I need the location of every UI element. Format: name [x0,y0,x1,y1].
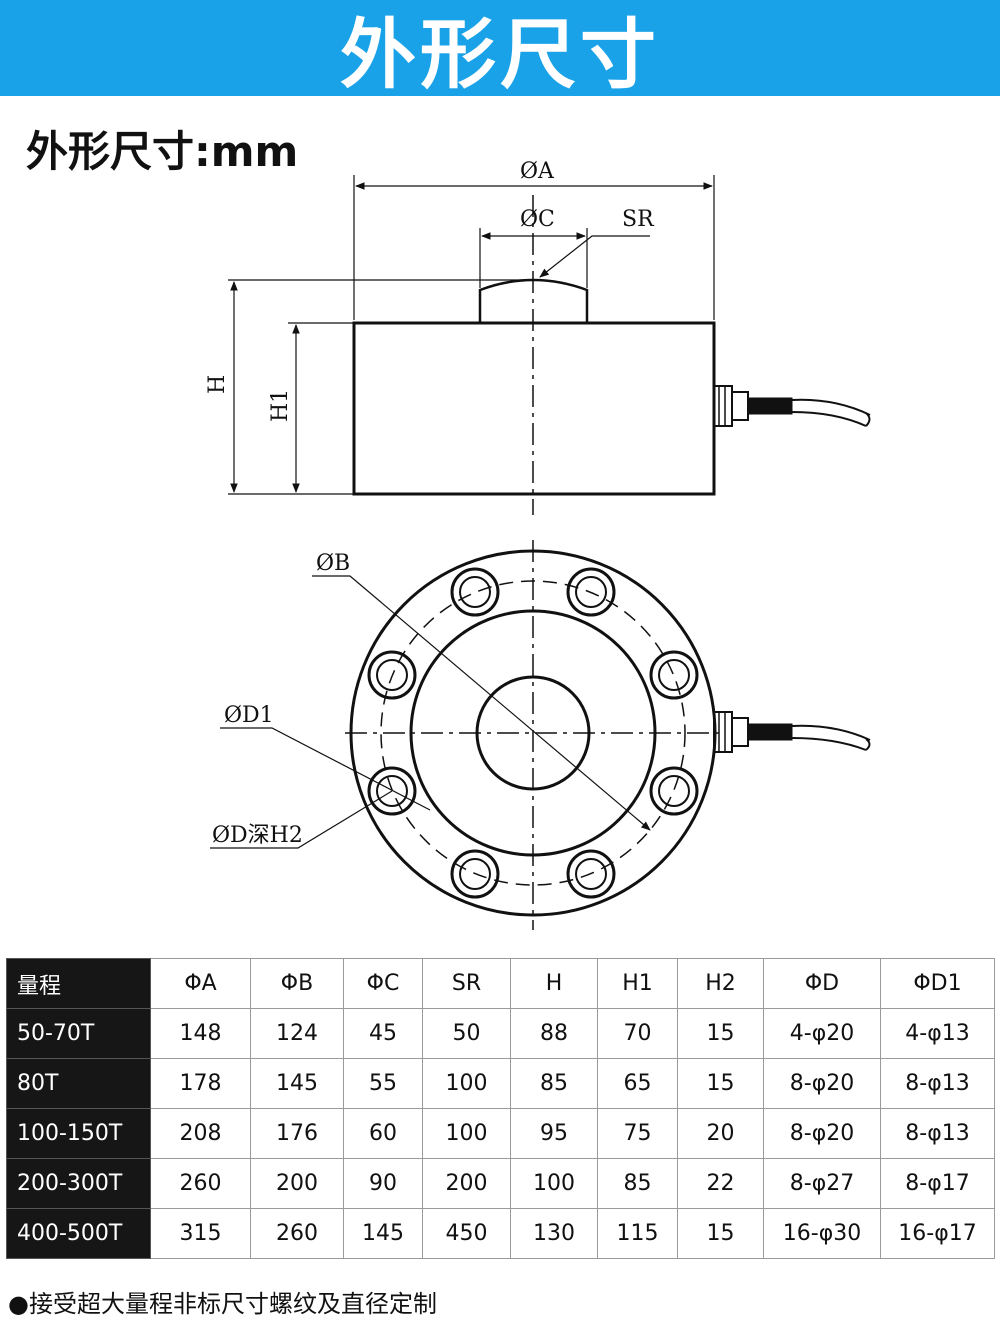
table-cell: 55 [343,1058,423,1109]
range-cell: 200-300T [6,1158,151,1209]
range-cell: 80T [6,1058,151,1109]
header-cell: ΦD [763,958,881,1009]
table-cell: 15 [677,1008,764,1059]
bolt-holes [367,567,699,899]
table-cell: 4-φ13 [880,1008,995,1059]
range-cell: 400-500T [6,1208,151,1259]
table-cell: 178 [150,1058,251,1109]
label-dia-a: ØA [520,159,555,184]
table-cell: 145 [343,1208,423,1259]
table-cell: 208 [150,1108,251,1159]
spec-table: 量程 ΦA ΦB ΦC SR H H1 H2 ΦD ΦD1 50-70T 148… [6,958,995,1259]
table-cell: 8-φ20 [763,1058,881,1109]
header-cell: ΦA [150,958,251,1009]
table-cell: 148 [150,1008,251,1059]
table-cell: 85 [510,1058,598,1109]
dimensions-unit-title: 外形尺寸:mm [26,127,299,176]
table-cell: 88 [510,1008,598,1059]
table-cell: 145 [250,1058,344,1109]
table-cell: 90 [343,1158,423,1209]
table-cell: 176 [250,1108,344,1159]
header-cell: ΦC [343,958,423,1009]
table-row: 400-500T 315 260 145 450 130 115 15 16-φ… [6,1208,995,1259]
table-cell: 8-φ13 [880,1108,995,1159]
table-cell: 4-φ20 [763,1008,881,1059]
banner-title: 外形尺寸 [340,10,660,99]
label-dia-c: ØC [520,207,555,232]
table-row: 80T 178 145 55 100 85 65 15 8-φ20 8-φ13 [6,1058,995,1109]
label-dia-b: ØB [316,551,350,576]
table-cell: 260 [150,1158,251,1209]
table-cell: 260 [250,1208,344,1259]
table-cell: 95 [510,1108,598,1159]
side-body [352,321,716,496]
table-cell: 124 [250,1008,344,1059]
table-cell: 60 [343,1108,423,1159]
table-cell: 50 [422,1008,511,1059]
label-sr: SR [622,207,655,232]
table-cell: 130 [510,1208,598,1259]
header-cell: H [510,958,598,1009]
table-cell: 8-φ20 [763,1108,881,1159]
label-h: H [205,375,230,394]
table-cell: 16-φ17 [880,1208,995,1259]
table-row: 100-150T 208 176 60 100 95 75 20 8-φ20 8… [6,1108,995,1159]
table-cell: 15 [677,1058,764,1109]
label-dia-d-depth: ØD深H2 [212,823,303,848]
header-cell: ΦD1 [880,958,995,1009]
table-cell: 8-φ27 [763,1158,881,1209]
table-cell: 85 [597,1158,678,1209]
table-cell: 100 [422,1108,511,1159]
table-cell: 22 [677,1158,764,1209]
table-row: 200-300T 260 200 90 200 100 85 22 8-φ27 … [6,1158,995,1209]
label-h1: H1 [268,389,293,422]
table-cell: 450 [422,1208,511,1259]
header-cell: 量程 [6,958,151,1009]
table-cell: 20 [677,1108,764,1159]
label-dia-d1: ØD1 [224,703,274,728]
table-cell: 65 [597,1058,678,1109]
table-row: 50-70T 148 124 45 50 88 70 15 4-φ20 4-φ1… [6,1008,995,1059]
table-cell: 115 [597,1208,678,1259]
range-cell: 50-70T [6,1008,151,1059]
side-view [228,175,871,515]
table-cell: 16-φ30 [763,1208,881,1259]
table-cell: 8-φ13 [880,1058,995,1109]
table-cell: 315 [150,1208,251,1259]
table-cell: 70 [597,1008,678,1059]
table-cell: 100 [510,1158,598,1209]
table-cell: 100 [422,1058,511,1109]
table-cell: 45 [343,1008,423,1059]
header-cell: SR [422,958,511,1009]
table-cell: 8-φ17 [880,1158,995,1209]
range-cell: 100-150T [6,1108,151,1159]
title-banner: 外形尺寸 [0,0,1000,99]
customization-note: ●接受超大量程非标尺寸螺纹及直径定制 [8,1290,437,1318]
header-cell: H2 [677,958,764,1009]
table-cell: 75 [597,1108,678,1159]
table-cell: 200 [250,1158,344,1209]
top-view [210,540,871,930]
table-cell: 200 [422,1158,511,1209]
table-header-row: 量程 ΦA ΦB ΦC SR H H1 H2 ΦD ΦD1 [6,958,995,1009]
header-cell: H1 [597,958,678,1009]
table-cell: 15 [677,1208,764,1259]
header-cell: ΦB [250,958,344,1009]
technical-drawing: ØA ØC SR H H1 [205,159,871,930]
